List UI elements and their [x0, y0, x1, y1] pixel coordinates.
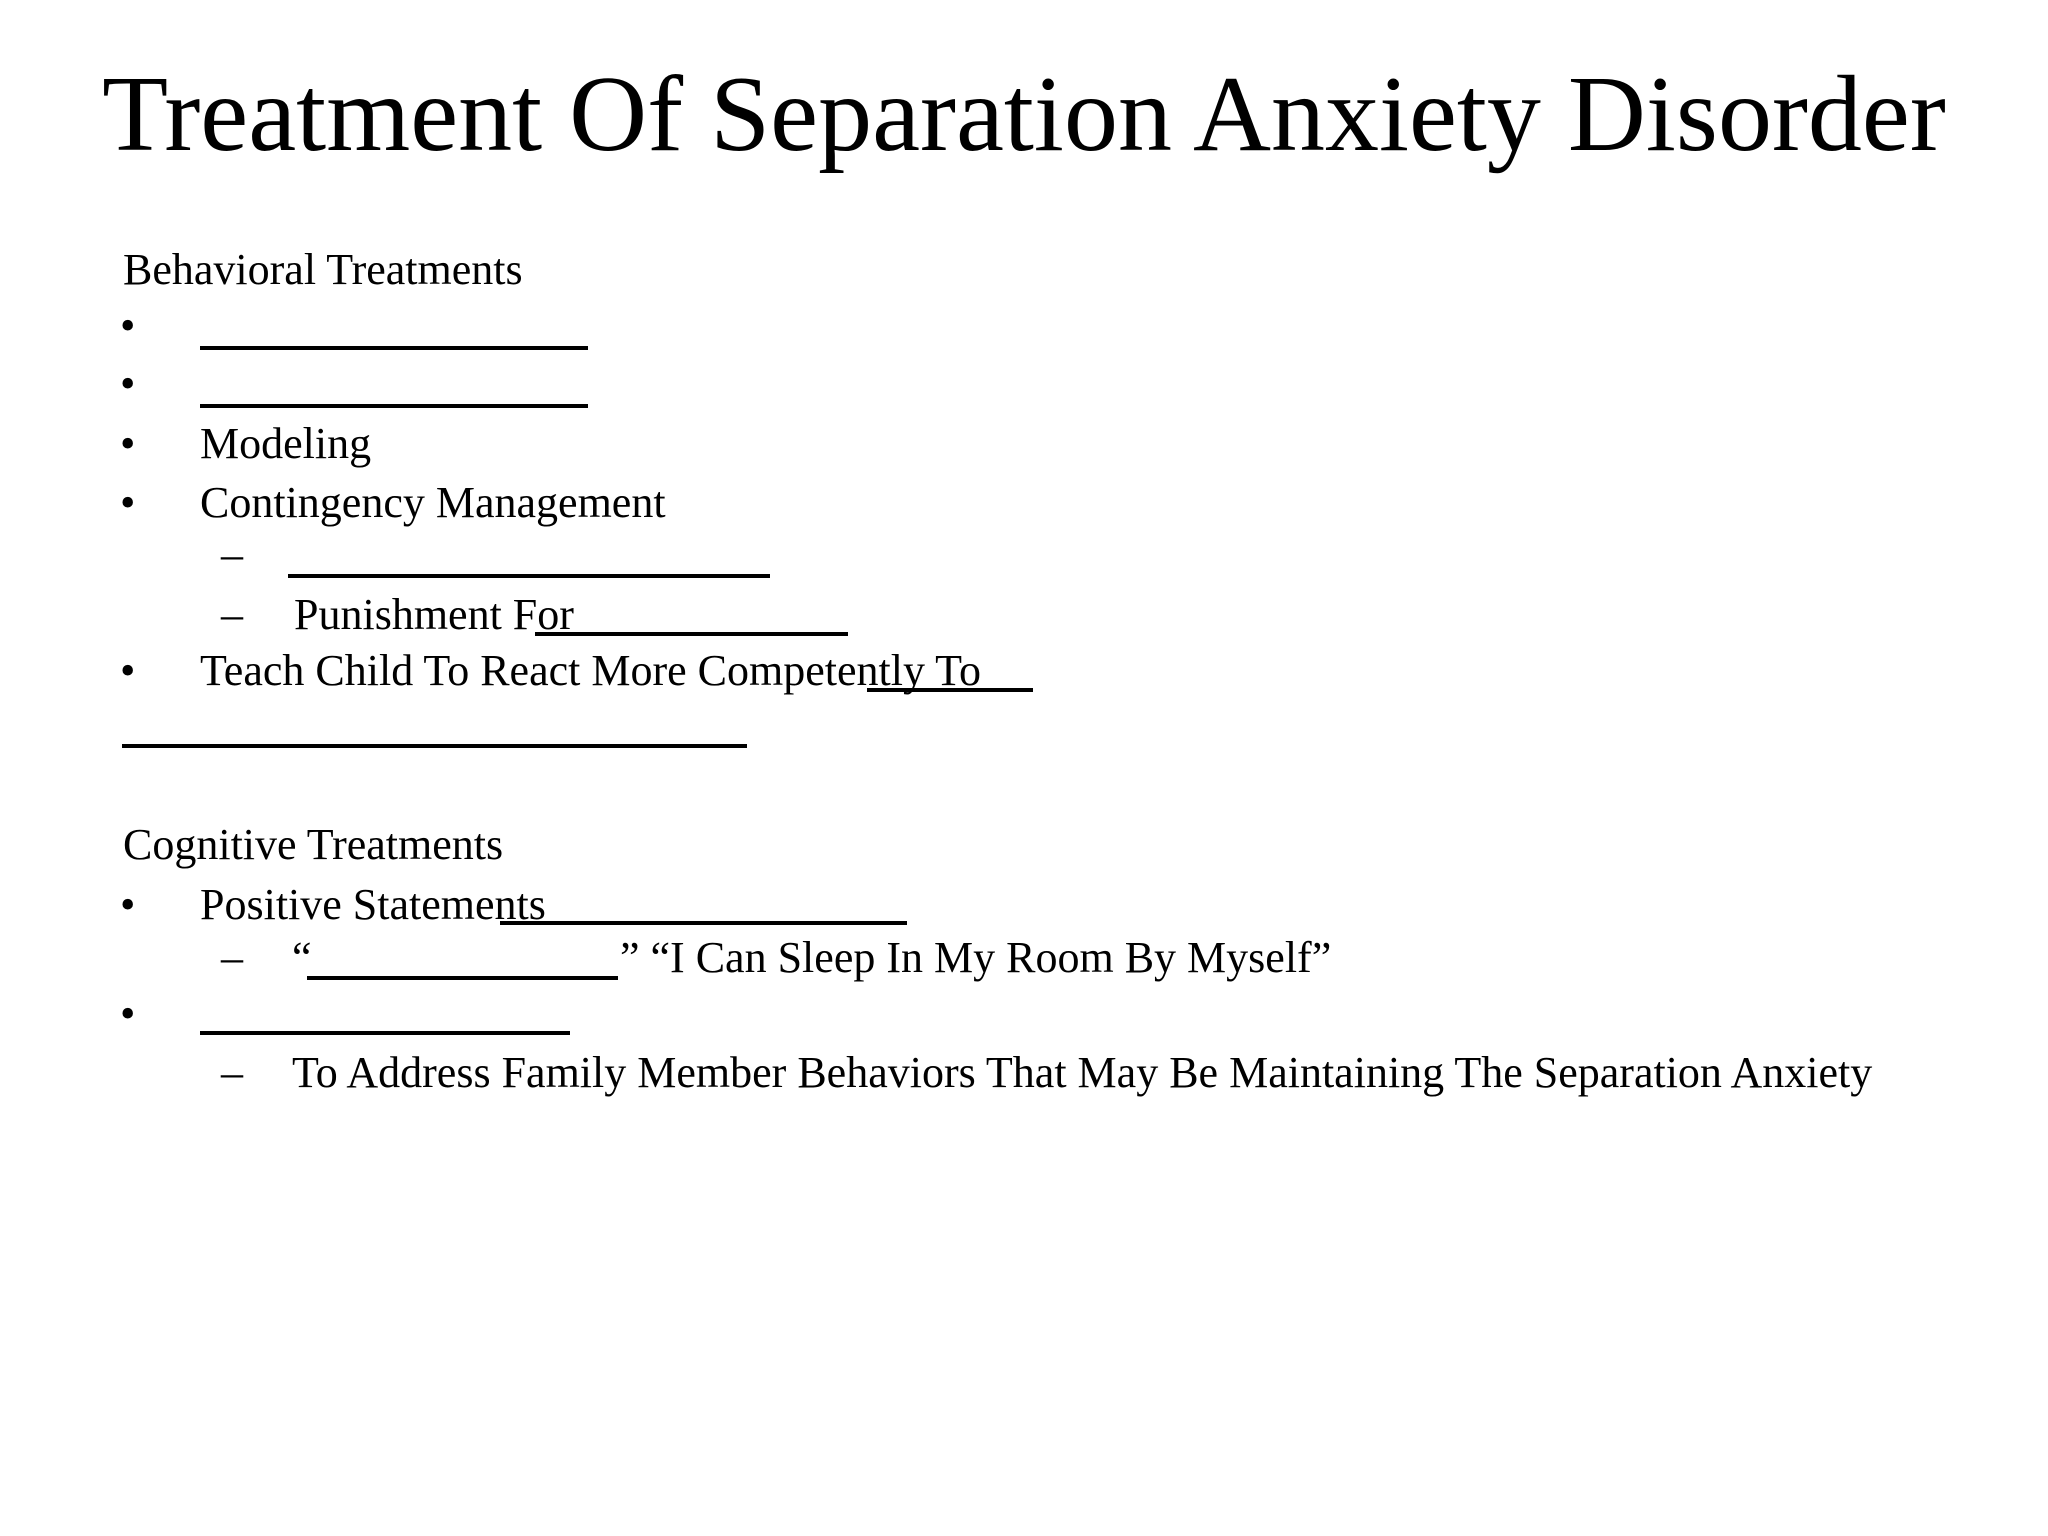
- fill-in-blank: [288, 574, 770, 578]
- sub-item-punishment: Punishment For: [294, 590, 574, 639]
- behavioral-heading: Behavioral Treatments: [123, 245, 523, 294]
- fill-in-blank: [500, 921, 907, 925]
- bullet-item-contingency: Contingency Management: [200, 478, 666, 527]
- bullet-icon: •: [120, 419, 136, 468]
- fill-in-blank: [535, 632, 848, 636]
- bullet-icon: •: [120, 359, 136, 408]
- bullet-item-teach: Teach Child To React More Competently To: [200, 646, 981, 695]
- close-quote: ”: [620, 933, 640, 982]
- open-quote: “: [292, 933, 312, 982]
- dash-icon: –: [221, 933, 243, 982]
- sub-item-family-note: To Address Family Member Behaviors That …: [292, 1048, 1873, 1097]
- quote-example: “I Can Sleep In My Room By Myself”: [650, 933, 1332, 982]
- fill-in-blank-continuation: [122, 744, 747, 748]
- bullet-icon: •: [120, 301, 136, 350]
- bullet-item-positive: Positive Statements: [200, 880, 546, 929]
- fill-in-blank: [867, 688, 1033, 692]
- fill-in-blank: [307, 976, 618, 980]
- bullet-icon: •: [120, 989, 136, 1038]
- quote-example-line: ” “I Can Sleep In My Room By Myself”: [620, 936, 1331, 980]
- slide-title: Treatment Of Separation Anxiety Disorder: [102, 55, 1946, 174]
- bullet-icon: •: [120, 646, 136, 695]
- dash-icon: –: [221, 1048, 243, 1097]
- fill-in-blank: [200, 1031, 570, 1035]
- bullet-item-modeling: Modeling: [200, 419, 372, 468]
- fill-in-blank: [200, 404, 588, 408]
- fill-in-blank: [200, 346, 588, 350]
- bullet-icon: •: [120, 478, 136, 527]
- dash-icon: –: [221, 530, 243, 579]
- dash-icon: –: [221, 590, 243, 639]
- cognitive-heading: Cognitive Treatments: [123, 820, 504, 869]
- bullet-icon: •: [120, 880, 136, 929]
